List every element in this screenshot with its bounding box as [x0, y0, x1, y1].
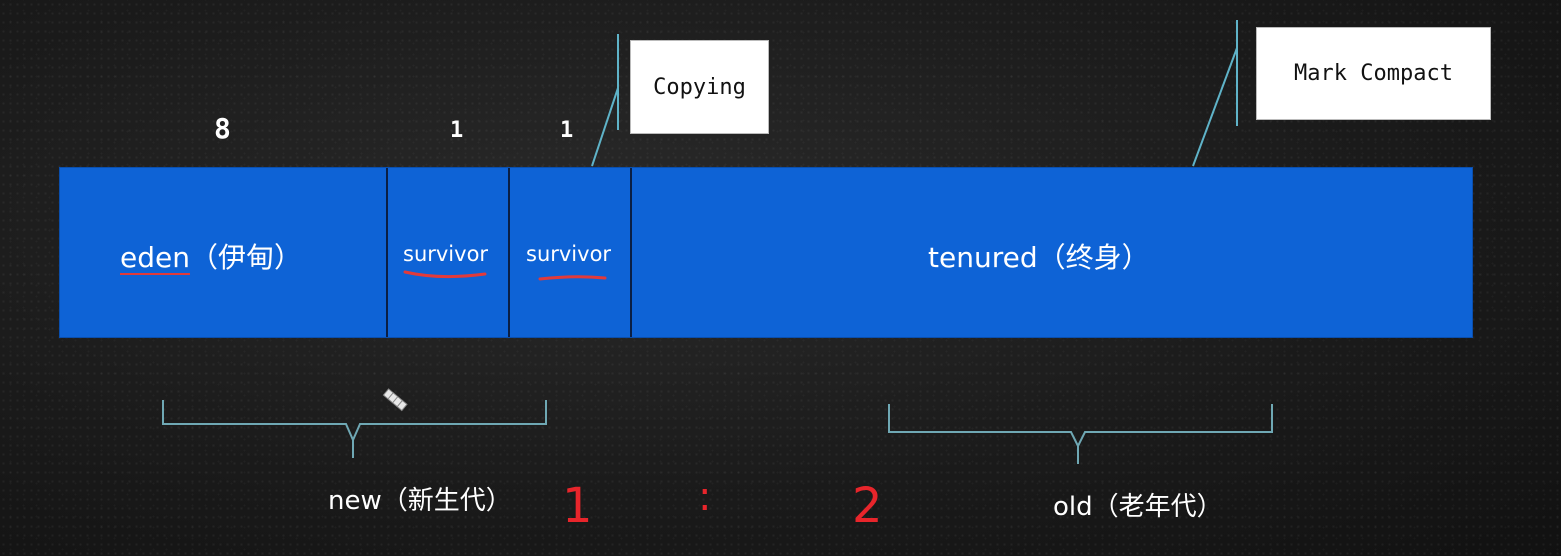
eden-survivor-divider	[386, 168, 388, 337]
old-generation-bracket	[888, 404, 1273, 449]
mark-compact-callout: Mark Compact	[1256, 27, 1491, 120]
eden-cn: （伊甸）	[189, 241, 302, 274]
old-generation-label: old（老年代）	[1053, 492, 1223, 522]
tenured-region-label: tenured（终身）	[928, 241, 1150, 274]
ratio-separator: :	[698, 474, 712, 520]
survivor-survivor-divider	[508, 168, 510, 337]
heap-memory-bar: eden（伊甸） survivor survivor tenured（终身）	[59, 167, 1473, 338]
survivor-from-ratio: 1	[450, 118, 464, 143]
survivor-to-label: survivor	[526, 242, 612, 266]
survivor-from-label: survivor	[403, 242, 489, 266]
survivor-to-ratio: 1	[560, 118, 574, 143]
mark-compact-pointer-line	[1192, 47, 1238, 167]
eden-region-label: eden（伊甸）	[120, 236, 302, 276]
eden-ratio: 8	[214, 112, 231, 145]
copying-pointer-line	[591, 87, 619, 167]
survivor-underlines	[403, 270, 607, 281]
pen-cursor-icon	[382, 388, 408, 412]
survivor-tenured-divider	[630, 168, 632, 337]
new-generation-bracket	[162, 400, 547, 443]
ratio-left-number: 1	[562, 478, 593, 534]
ratio-right-number: 2	[852, 478, 883, 534]
new-generation-label: new（新生代）	[328, 486, 512, 516]
copying-callout: Copying	[630, 40, 769, 134]
eden-word: eden	[120, 241, 190, 274]
